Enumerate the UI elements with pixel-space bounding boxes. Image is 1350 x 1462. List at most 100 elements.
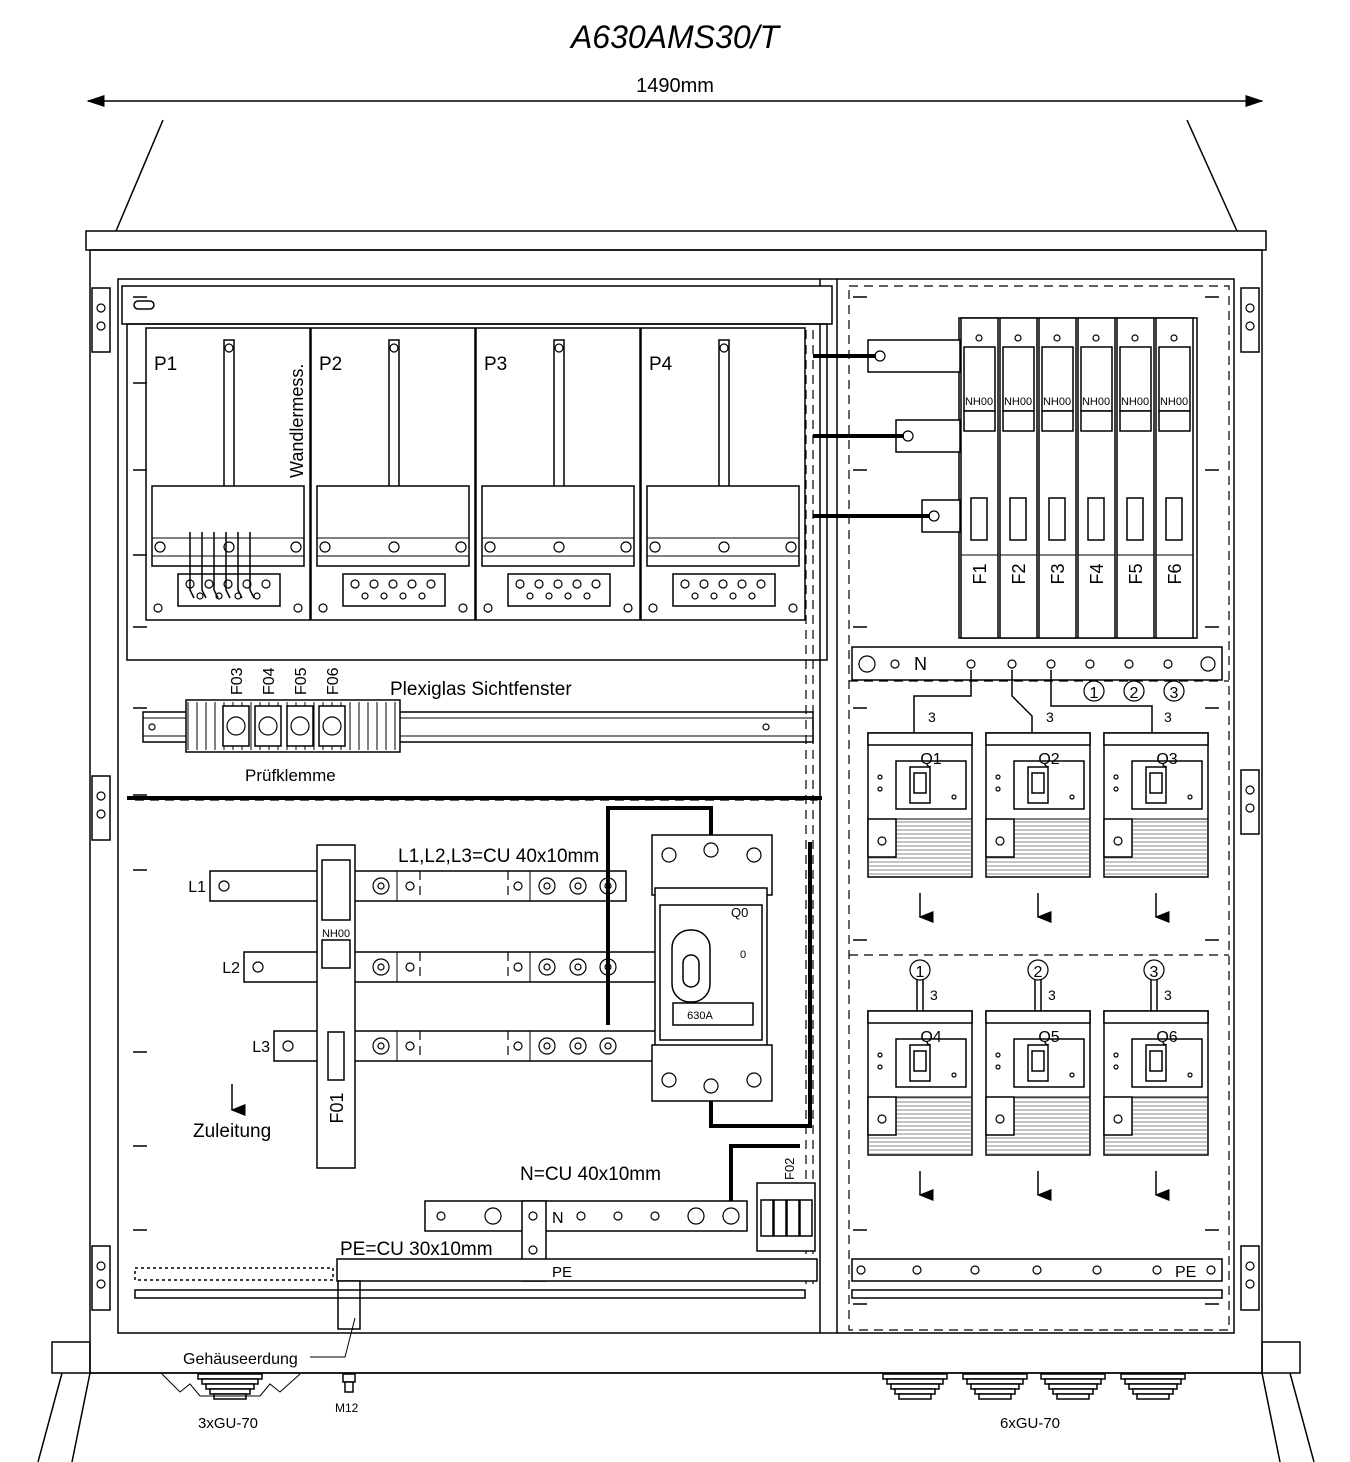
nh-type: NH00 — [965, 396, 993, 408]
busbar-spec: L1,L2,L3=CU 40x10mm — [398, 846, 599, 867]
test-terminal-block: F03 F04 F05 F06 — [185, 667, 401, 753]
n-spec: N=CU 40x10mm — [520, 1164, 661, 1185]
busbar-l2: L2 — [222, 951, 661, 983]
right-pe-label: PE — [1175, 1264, 1196, 1281]
surge-label: F02 — [782, 1158, 797, 1180]
feed-label: Zuleitung — [193, 1121, 271, 1142]
breaker-q1: Q1 — [867, 732, 973, 923]
nh-type: NH00 — [1004, 396, 1032, 408]
housing-earth-label: Gehäuseerdung — [183, 1351, 298, 1368]
breaker-label: Q6 — [1156, 1029, 1177, 1046]
phase-marker-1 — [1083, 680, 1105, 702]
surge-protector: F02 — [756, 1158, 816, 1252]
test-fuse-label: F06 — [325, 667, 342, 695]
breaker-q2: Q2 — [985, 732, 1091, 923]
meter-label: P2 — [319, 354, 342, 375]
inner-frame — [117, 278, 1235, 1334]
bolt-label: M12 — [335, 1401, 359, 1415]
glands-left-label: 3xGU-70 — [198, 1415, 258, 1432]
phase-marker-text: 2 — [1034, 964, 1043, 981]
n-bar-label: N — [552, 1210, 564, 1227]
wire-count: 3 — [1164, 709, 1172, 725]
phase-marker-text: 3 — [1150, 964, 1159, 981]
cable-gland — [962, 1373, 1028, 1400]
phase-marker-text: 1 — [916, 964, 925, 981]
phase-label: L2 — [222, 960, 240, 977]
main-fuse: NH00 F01 — [316, 844, 356, 1169]
meter-label: P1 — [154, 354, 177, 375]
wire-count: 3 — [930, 987, 938, 1003]
wire-count: 3 — [1164, 987, 1172, 1003]
m12-bolt — [342, 1373, 356, 1393]
breaker-label: Q3 — [1156, 751, 1177, 768]
fuse-label: F5 — [1126, 563, 1146, 584]
hinge-left-group — [91, 287, 111, 1311]
phase-marker-text: 2 — [1130, 685, 1139, 702]
breaker-label: Q4 — [920, 1029, 941, 1046]
meter-panel-p4: P4 — [640, 327, 806, 621]
feed-taps — [813, 339, 961, 533]
main-breaker-rating: 630A — [687, 1010, 713, 1022]
main-breaker-label: Q0 — [731, 905, 748, 920]
meter-panel-p1: P1 — [145, 327, 311, 621]
cable-gland — [197, 1373, 263, 1400]
nh-type: NH00 — [1043, 396, 1071, 408]
wire-count: 3 — [1046, 709, 1054, 725]
main-fuse-label: F01 — [327, 1092, 347, 1123]
test-fuse-label: F03 — [229, 667, 246, 695]
fuse-label: F6 — [1165, 563, 1185, 584]
phase-marker-text: 1 — [1090, 685, 1099, 702]
cable-gland — [1120, 1373, 1186, 1400]
meter-wiring — [189, 532, 255, 599]
pe-spec: PE=CU 30x10mm — [340, 1239, 493, 1260]
test-terminal-label: Prüfklemme — [245, 766, 336, 785]
meter-label: P3 — [484, 354, 507, 375]
nh-type: NH00 — [1121, 396, 1149, 408]
breaker-label: Q5 — [1038, 1029, 1059, 1046]
pe-bar-label-left: PE — [552, 1264, 572, 1281]
nh-type: NH00 — [1160, 396, 1188, 408]
meter-label: P4 — [649, 354, 673, 375]
cable-gland — [1040, 1373, 1106, 1400]
roof — [85, 230, 1267, 251]
wandler-label: Wandlermess. — [287, 364, 307, 478]
main-breaker: Q0 0 630A — [651, 834, 773, 1102]
fuse-label: F3 — [1048, 563, 1068, 584]
phase-label: L3 — [252, 1039, 270, 1056]
test-fuse-label: F05 — [293, 667, 310, 695]
meter-panel-p2: P2 — [310, 327, 476, 621]
phase-marker-2 — [1123, 680, 1145, 702]
glands-right-label: 6xGU-70 — [1000, 1415, 1060, 1432]
breaker-q3: Q3 — [1103, 732, 1209, 923]
phase-marker-3 — [1163, 680, 1185, 702]
busbar-l1: L1 — [188, 870, 627, 902]
main-fuse-type: NH00 — [322, 928, 350, 940]
wire-count: 3 — [1048, 987, 1056, 1003]
nh-type: NH00 — [1082, 396, 1110, 408]
width-dimension-label: 1490mm — [636, 75, 714, 97]
breaker-label: Q2 — [1038, 751, 1059, 768]
fuse-label: F1 — [970, 563, 990, 584]
breaker-q4: Q4 — [867, 1010, 973, 1201]
phase-marker-text: 3 — [1170, 685, 1179, 702]
right-n-label: N — [914, 654, 927, 674]
cable-glands — [161, 1373, 1186, 1400]
meter-panel-p3: P3 — [475, 327, 641, 621]
test-fuse-label: F04 — [261, 667, 278, 695]
window-label: Plexiglas Sichtfenster — [390, 679, 572, 700]
meter-panel-group: P1 P2 P3 P4 Wandlermess. — [145, 327, 806, 621]
breaker-label: Q1 — [920, 751, 941, 768]
wire-count: 3 — [928, 709, 936, 725]
hinge-right-group — [1240, 287, 1260, 1311]
main-breaker-position: 0 — [740, 949, 746, 961]
